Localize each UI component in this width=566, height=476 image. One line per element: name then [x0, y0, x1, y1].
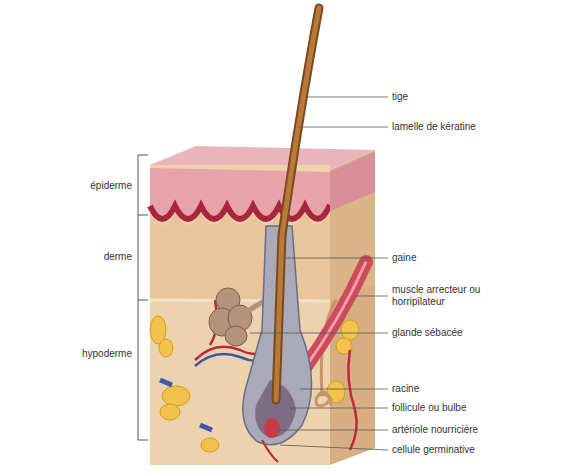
hair-follicle-part — [262, 440, 278, 462]
part-label: muscle arrecteur ou horripilateur — [392, 284, 484, 308]
part-label: tige — [392, 91, 408, 103]
layer-bracket — [138, 155, 148, 440]
leader-lines-part — [280, 445, 388, 450]
leader-lines-part — [290, 408, 388, 409]
leader-lines-part — [300, 389, 388, 390]
part-label: derme — [104, 251, 132, 263]
blood-vessels-part — [160, 380, 172, 385]
skin-block-part — [150, 165, 330, 465]
sebaceous-gland-part — [225, 326, 247, 346]
fat-cells-part — [159, 339, 173, 357]
fat-cells-part — [160, 404, 180, 420]
layer-bracket-part — [138, 300, 148, 301]
leader-lines-part — [286, 258, 388, 259]
layer-bracket-part — [138, 440, 148, 441]
part-label: gaine — [392, 252, 416, 264]
layer-bracket-part — [138, 155, 139, 440]
blood-vessels-part — [200, 425, 212, 430]
part-label: racine — [392, 383, 419, 395]
part-label: hypoderme — [82, 348, 132, 360]
hair-shaft-part — [276, 8, 319, 400]
part-label: épiderme — [90, 180, 132, 192]
leader-lines — [250, 97, 388, 450]
part-label: cellule germinative — [392, 444, 475, 456]
layer-bracket-part — [138, 215, 148, 216]
part-label: glande sébacée — [392, 327, 463, 339]
hair-shaft — [276, 8, 319, 400]
skin-block — [150, 146, 375, 465]
hair-follicle-part — [264, 418, 280, 438]
arrector-muscle — [302, 262, 366, 372]
part-label: artériole nourricière — [392, 424, 478, 436]
leader-lines-part — [278, 430, 388, 431]
leader-lines-part — [306, 97, 388, 98]
hair-shaft-part — [276, 8, 319, 400]
layer-bracket-part — [138, 155, 148, 156]
arrector-muscle-part — [302, 262, 366, 372]
fat-cells-part — [201, 438, 219, 452]
leader-lines-part — [250, 333, 388, 334]
fat-cells-part — [341, 320, 359, 340]
blood-vessels-part — [348, 350, 356, 450]
leader-lines-part — [354, 296, 388, 297]
fat-cells-part — [162, 386, 190, 406]
skin-block-part — [330, 152, 375, 211]
arrector-muscle-part — [302, 262, 366, 372]
leader-lines-part — [298, 127, 388, 128]
skin-block-part — [150, 211, 330, 300]
skin-block-part — [150, 168, 330, 219]
part-label: follicule ou bulbe — [392, 402, 467, 414]
part-label: lamelle de kératine — [392, 121, 476, 133]
sebaceous-gland — [209, 288, 266, 346]
